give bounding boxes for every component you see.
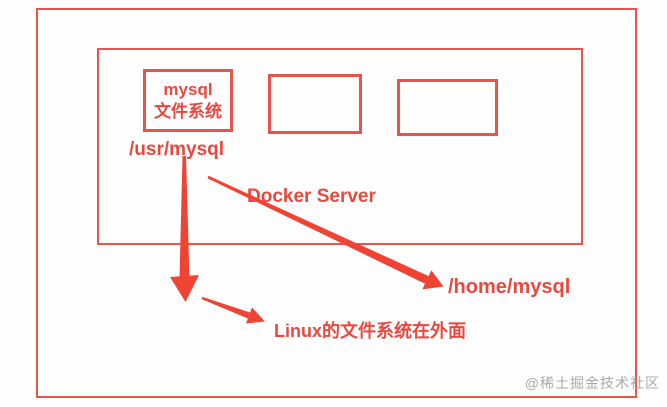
linux-filesystem-note: Linux的文件系统在外面 [274,321,466,341]
mysql-box-label-line1: mysql [163,80,213,100]
mysql-box-label-line2: 文件系统 [154,101,222,121]
container-box-2 [268,74,362,134]
mysql-filesystem-box: mysql 文件系统 [143,69,233,132]
home-mysql-path-label: /home/mysql [448,276,571,298]
watermark-label: @稀土掘金技术社区 [524,375,660,391]
container-box-3 [397,79,498,136]
usr-mysql-path-label: /usr/mysql [129,139,225,160]
linux-host-box [36,8,637,398]
docker-server-label: Docker Server [247,186,376,207]
